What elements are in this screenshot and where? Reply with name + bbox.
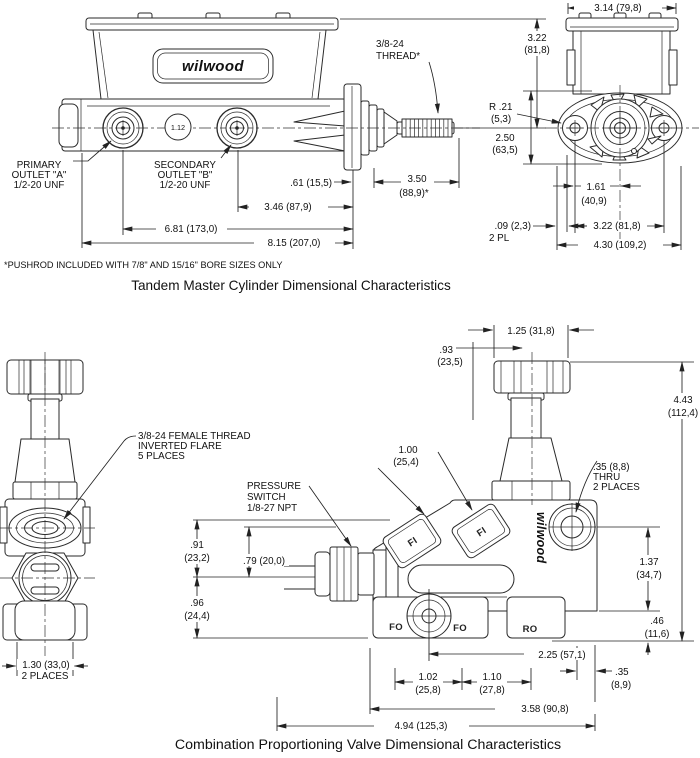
dim-port-span: 2.25 (57,1) [538,650,585,661]
primary-outlet-label: PRIMARY [17,160,62,171]
fo-port-label: FO [389,622,403,633]
prop-valve-side-view: FI FI wilwood [284,352,598,639]
pressure-switch-label: 1/8-27 NPT [247,503,297,514]
secondary-outlet-port [216,107,258,149]
pushrod [396,118,455,138]
pressure-switch-label: PRESSURE [247,481,301,492]
dim-overall-height-mm: (81,8) [524,45,550,56]
fi-port-2: FI [451,503,511,559]
dim-base-width: 1.30 (33,0) [22,660,69,671]
primary-outlet-label: 1/2-20 UNF [14,180,65,191]
dim-outlet-b: 3.46 (87,9) [264,202,311,213]
dim-fo-spacing: 1.02 [418,672,437,683]
dim-hole-offset-mm: (8,9) [611,680,631,691]
dim-outlet-a: 6.81 (173,0) [165,224,218,235]
dim-overall-height-valve: 4.43 [673,395,693,406]
primary-outlet-port [102,107,144,149]
pressure-switch-label: SWITCH [247,492,286,503]
dim-base-thickness: .46 [650,616,664,627]
dim-knob-offset-mm: (23,5) [437,357,463,368]
female-thread-label: 5 PLACES [138,451,185,462]
outlet-callouts: PRIMARY OUTLET "A" 1/2-20 UNF SECONDARY … [12,140,232,191]
dim-knob-offset: .93 [439,345,453,356]
prop-valve-front-view: 1.30 (33,0) 2 PLACES [0,352,95,682]
mounting-boss [548,503,596,551]
dim-bolt-spacing: 3.22 (81,8) [593,221,640,232]
dim-overall-height-valve-mm: (112,4) [668,408,698,419]
pushrod-thread-label: THREAD* [376,51,420,62]
dim-hole-to-center-mm: (40,9) [581,196,607,207]
dim-switch-center: .79 (20,0) [243,556,285,567]
dim-switch-above: .91 [190,540,204,551]
dim-hole-to-base-mm: (34,7) [636,570,662,581]
ro-port-label: RO [523,624,538,635]
dim-port-face-mm: (25,4) [393,457,419,468]
dim-overall-length: 8.15 (207,0) [268,238,321,249]
prop-valve-title: Combination Proportioning Valve Dimensio… [175,737,561,753]
female-thread-label: INVERTED FLARE [138,441,222,452]
master-cylinder-title: Tandem Master Cylinder Dimensional Chara… [131,278,451,293]
female-thread-label: 3/8-24 FEMALE THREAD [138,431,251,442]
secondary-outlet-label: 1/2-20 UNF [160,180,211,191]
dim-ear-offset-note: 2 PL [489,233,510,244]
thru-hole-label: .35 (8,8) [593,462,630,473]
secondary-outlet-label: OUTLET "B" [158,170,213,181]
pressure-switch-callout: PRESSURE SWITCH 1/8-27 NPT [247,481,352,547]
dim-face-offset: .61 (15,5) [290,178,332,189]
dim-overall-length-valve: 4.94 (125,3) [395,721,448,732]
primary-outlet-label: OUTLET "A" [12,170,67,181]
dim-hole-to-center: 1.61 [586,182,605,193]
dim-overall-height: 3.22 [527,33,546,44]
dim-ro-spacing-mm: (27,8) [479,685,505,696]
wilwood-logo-vertical: wilwood [534,512,548,563]
pushrod-thread-label: 3/8-24 [376,39,404,50]
flange-radius-label: R .21 [489,102,512,113]
flange-radius-label: (5,3) [491,114,511,125]
dim-switch-below: .96 [190,598,204,609]
dim-knob-width: 1.25 (31,8) [507,326,554,337]
dim-hole-to-base: 1.37 [639,557,658,568]
pressure-switch [284,546,375,602]
bore-diameter-label: 1.12 [171,123,185,132]
dim-hole-offset: .35 [615,667,629,678]
dim-switch-below-mm: (24,4) [184,611,210,622]
master-cylinder-dimensions: 3.22 (81,8) 3/8-24 THREAD* .61 (15,5) 3.… [81,18,555,249]
thru-hole-label: THRU [593,472,620,483]
dim-ear-offset: .09 (2,3) [495,221,532,232]
dim-body-length: 3.58 (90,8) [521,704,568,715]
dim-flange-height-mm: (63,5) [492,145,518,156]
dim-fo-spacing-mm: (25,8) [415,685,441,696]
master-cylinder-side-view: wilwood [52,12,480,171]
master-cylinder-end-view: 3.14 (79,8) [489,2,699,251]
female-thread-callout: 3/8-24 FEMALE THREAD INVERTED FLARE 5 PL… [63,431,251,520]
dim-pushrod-length: 3.50 [407,174,427,185]
fi-port-1: FI [382,513,442,569]
secondary-outlet-label: SECONDARY [154,160,216,171]
bore-balloon [164,113,192,141]
dim-port-face: 1.00 [398,445,418,456]
dim-ro-spacing: 1.10 [482,672,502,683]
dim-pushrod-length-mm: (88,9)* [399,188,429,199]
dim-flange-width: 4.30 (109,2) [594,240,647,251]
thru-hole-label: 2 PLACES [593,482,640,493]
pushrod-footnote: *PUSHROD INCLUDED WITH 7/8" AND 15/16" B… [4,260,282,270]
dim-switch-above-mm: (23,2) [184,553,210,564]
dim-base-width-note: 2 PLACES [22,671,69,682]
prop-valve-dimensions: 1.25 (31,8) .93 (23,5) 4.43 (112,4) 1.00… [181,325,700,732]
dim-base-thickness-mm: (11,6) [645,629,670,640]
dim-flange-height: 2.50 [495,133,515,144]
dim-cap-width: 3.14 (79,8) [594,3,641,14]
fo-port-label: FO [453,623,467,634]
wilwood-logo: wilwood [182,58,244,75]
